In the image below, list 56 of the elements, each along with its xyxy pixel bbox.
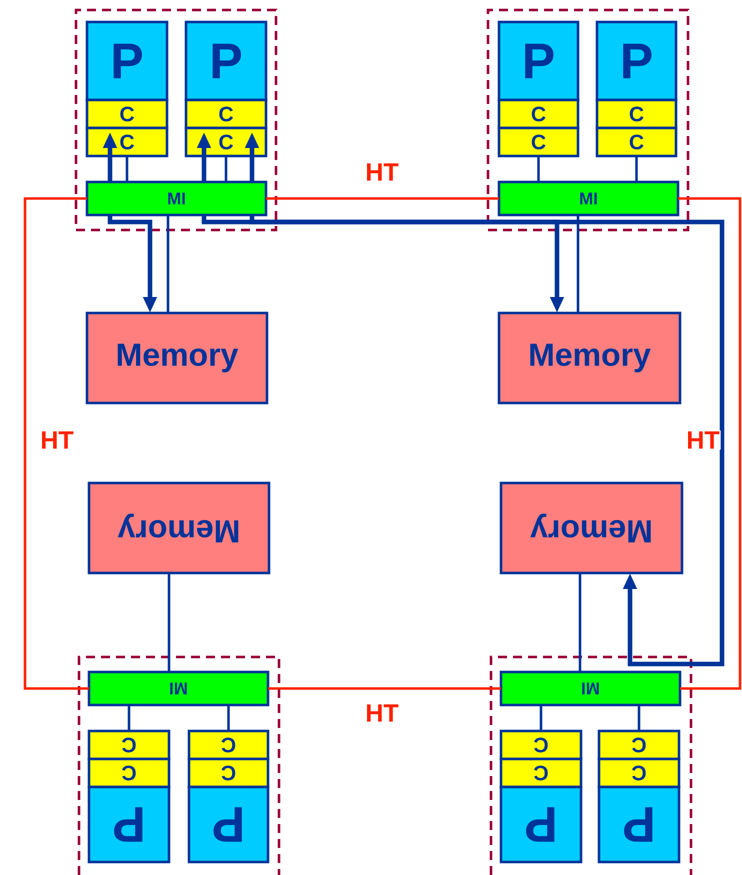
cache-box: C xyxy=(498,98,580,130)
link-line xyxy=(126,156,128,182)
socket-frame xyxy=(486,8,690,232)
data-path-arrow xyxy=(202,214,724,666)
link-line xyxy=(540,705,542,731)
memory-box: Memory xyxy=(88,482,270,574)
cache-box: C xyxy=(498,126,580,158)
link-line xyxy=(576,215,580,313)
edge-label: HT xyxy=(364,703,400,723)
cache-box: C xyxy=(500,730,582,760)
link-line xyxy=(166,215,170,313)
cache-box: C xyxy=(86,126,168,158)
link-line xyxy=(227,705,230,731)
edge-label: HT xyxy=(685,430,721,450)
processor-box: P xyxy=(184,20,268,102)
cache-box: C xyxy=(86,98,168,130)
cache-box: C xyxy=(188,758,270,788)
cache-box: C xyxy=(598,758,680,788)
socket-frame xyxy=(490,656,692,875)
link-line xyxy=(578,573,582,672)
cache-box: C xyxy=(188,730,270,760)
link-line xyxy=(635,156,638,182)
memory-box: Memory xyxy=(498,312,682,404)
processor-box: P xyxy=(598,786,680,864)
link-line xyxy=(638,705,640,731)
memory-interface-bar: MI xyxy=(500,670,682,706)
socket-frame xyxy=(78,656,280,875)
processor-box: P xyxy=(500,786,582,864)
cache-box: C xyxy=(88,730,170,760)
cache-box: C xyxy=(598,730,680,760)
cache-box: C xyxy=(88,758,170,788)
cache-box: C xyxy=(596,98,678,130)
cache-box: C xyxy=(596,126,678,158)
link-line xyxy=(224,156,228,182)
memory-interface-bar: MI xyxy=(498,180,680,216)
ht-link xyxy=(268,687,501,690)
memory-box: Memory xyxy=(86,312,268,404)
ht-link xyxy=(24,197,89,690)
processor-box: P xyxy=(596,20,678,102)
socket-frame xyxy=(74,8,278,232)
ht-link xyxy=(678,197,742,690)
ht-link xyxy=(266,197,499,200)
link-line xyxy=(128,705,130,731)
processor-box: P xyxy=(498,20,580,102)
memory-interface-bar: MI xyxy=(88,670,270,706)
processor-box: P xyxy=(188,786,270,864)
cache-box: C xyxy=(500,758,582,788)
memory-box: Memory xyxy=(500,482,684,574)
processor-box: P xyxy=(86,20,168,102)
link-line xyxy=(537,156,540,182)
processor-box: P xyxy=(88,786,170,864)
edge-label: HT xyxy=(39,430,75,450)
cache-box: C xyxy=(184,98,268,130)
memory-interface-bar: MI xyxy=(86,180,268,216)
edge-label: HT xyxy=(364,162,400,182)
link-line xyxy=(168,573,170,672)
